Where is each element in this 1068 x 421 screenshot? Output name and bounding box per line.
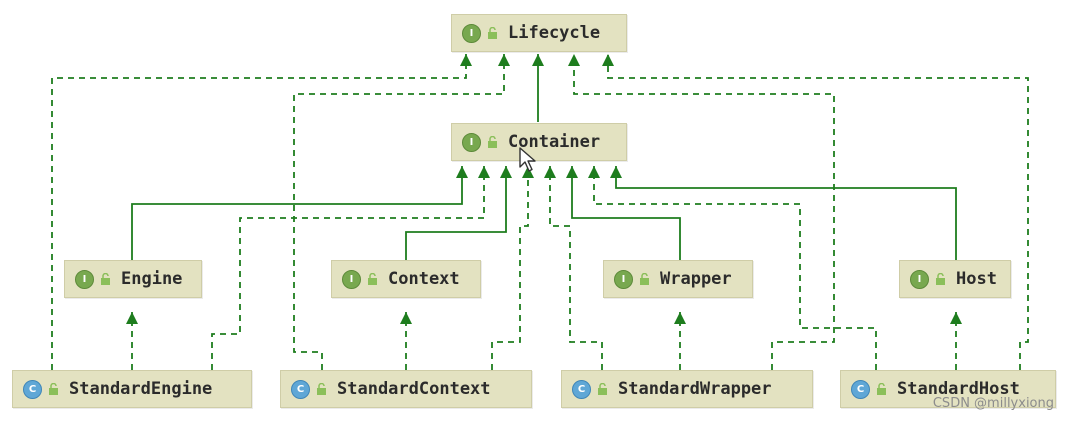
- edge-paths-dashed: [51, 54, 1029, 370]
- node-lifecycle[interactable]: I Lifecycle: [451, 14, 627, 52]
- interface-icon: I: [614, 269, 633, 289]
- class-icon: C: [572, 379, 591, 399]
- interface-icon: I: [462, 23, 481, 43]
- edge-wrapper-container: [571, 166, 681, 260]
- edge-stdwrapper-container: [549, 166, 603, 370]
- node-container[interactable]: I Container: [451, 123, 627, 161]
- interface-icon: I: [75, 269, 94, 289]
- node-context[interactable]: I Context: [331, 260, 481, 298]
- lock-icon: [936, 273, 945, 285]
- node-host[interactable]: I Host: [899, 260, 1011, 298]
- node-label: StandardWrapper: [618, 379, 772, 399]
- edge-stdhost-container: [593, 166, 877, 370]
- edge-stdengine-container: [211, 166, 485, 370]
- class-icon: C: [851, 379, 870, 399]
- lock-icon: [101, 273, 110, 285]
- node-label: Container: [508, 132, 601, 152]
- node-standard-context[interactable]: C StandardContext: [280, 370, 532, 408]
- class-icon: C: [291, 379, 310, 399]
- interface-icon: I: [910, 269, 929, 289]
- watermark: CSDN @millyxiong: [932, 396, 1054, 411]
- edge-host-container: [615, 166, 957, 260]
- node-label: StandardEngine: [69, 379, 213, 399]
- mouse-cursor-icon: [519, 147, 536, 172]
- node-wrapper[interactable]: I Wrapper: [603, 260, 753, 298]
- node-standard-host[interactable]: C StandardHost: [840, 370, 1056, 408]
- arrowheads-dashed: [126, 54, 962, 324]
- edge-context-container: [405, 166, 507, 260]
- interface-icon: I: [342, 269, 361, 289]
- class-icon: C: [23, 379, 42, 399]
- node-label: Lifecycle: [508, 23, 601, 43]
- node-label: StandardContext: [337, 379, 491, 399]
- node-label: Context: [388, 269, 460, 289]
- interface-icon: I: [462, 132, 481, 152]
- lock-icon: [317, 383, 326, 395]
- lock-icon: [368, 273, 377, 285]
- lock-icon: [488, 27, 497, 39]
- node-label: StandardHost: [897, 379, 1020, 399]
- node-label: Host: [956, 269, 997, 289]
- node-engine[interactable]: I Engine: [64, 260, 202, 298]
- edge-stdwrapper-lifecycle: [573, 54, 835, 370]
- node-standard-wrapper[interactable]: C StandardWrapper: [561, 370, 813, 408]
- edge-stdhost-lifecycle: [607, 54, 1029, 370]
- edge-paths: [131, 54, 957, 260]
- node-label: Engine: [121, 269, 183, 289]
- lock-icon: [598, 383, 607, 395]
- lock-icon: [640, 273, 649, 285]
- lock-icon: [488, 136, 497, 148]
- node-label: Wrapper: [660, 269, 732, 289]
- edge-stdcontext-container: [491, 166, 529, 370]
- lock-icon: [49, 383, 58, 395]
- edge-stdcontext-lifecycle: [293, 54, 505, 370]
- node-standard-engine[interactable]: C StandardEngine: [12, 370, 252, 408]
- edge-engine-container: [131, 166, 463, 260]
- lock-icon: [877, 383, 886, 395]
